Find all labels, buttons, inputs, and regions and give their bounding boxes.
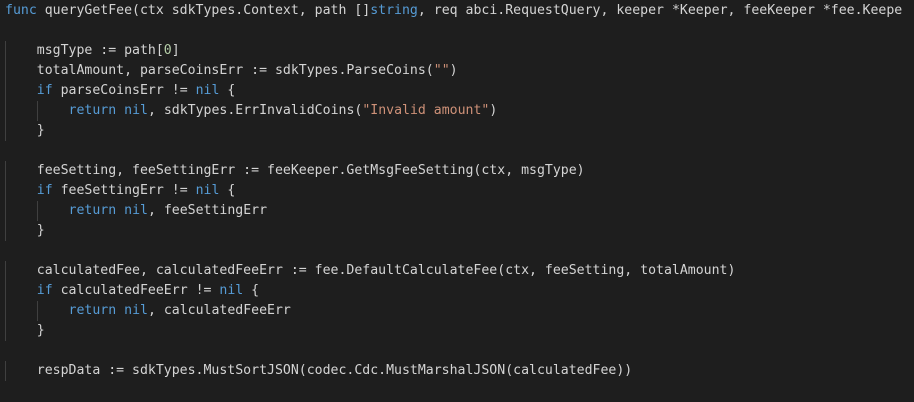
indent-guide — [5, 221, 6, 241]
code-token — [5, 83, 37, 98]
code-token: { — [219, 183, 236, 198]
code-token — [116, 103, 124, 118]
code-line[interactable]: feeSetting, feeSettingErr := feeKeeper.G… — [0, 161, 914, 181]
code-line[interactable]: return nil, calculatedFeeErr — [0, 301, 914, 321]
code-token: nil — [195, 183, 220, 198]
code-line[interactable]: } — [0, 321, 914, 341]
code-line[interactable]: if parseCoinsErr != nil { — [0, 81, 914, 101]
code-token — [5, 283, 37, 298]
indent-guide — [5, 261, 6, 281]
indent-guide — [5, 161, 6, 181]
indent-guide — [37, 101, 38, 121]
indent-guide — [37, 201, 38, 221]
code-token: parseCoinsErr != — [52, 83, 196, 98]
indent-guide — [5, 121, 6, 141]
indent-guide — [5, 41, 6, 61]
code-line[interactable]: if calculatedFeeErr != nil { — [0, 281, 914, 301]
code-line[interactable] — [0, 341, 914, 361]
code-line[interactable] — [0, 21, 914, 41]
code-line[interactable] — [0, 141, 914, 161]
code-token: } — [5, 123, 45, 138]
code-token: respData := sdkTypes.MustSortJSON(codec.… — [5, 363, 633, 378]
code-token: } — [5, 323, 45, 338]
code-token: string — [370, 3, 418, 18]
code-token: , sdkTypes.ErrInvalidCoins( — [147, 103, 363, 118]
code-token: feeSettingErr != — [52, 183, 196, 198]
code-token: calculatedFeeErr != — [52, 283, 220, 298]
code-line[interactable]: return nil, feeSettingErr — [0, 201, 914, 221]
code-line[interactable]: if feeSettingErr != nil { — [0, 181, 914, 201]
code-token — [5, 183, 37, 198]
code-token: { — [243, 283, 260, 298]
code-token — [116, 203, 124, 218]
indent-guide — [5, 301, 6, 321]
code-token: if — [36, 183, 53, 198]
code-line[interactable]: totalAmount, parseCoinsErr := sdkTypes.P… — [0, 61, 914, 81]
code-token: nil — [124, 303, 148, 318]
indent-guide — [5, 101, 6, 121]
code-line[interactable]: calculatedFee, calculatedFeeErr := fee.D… — [0, 261, 914, 281]
code-token: "Invalid amount" — [362, 103, 490, 118]
code-token: 0 — [163, 43, 172, 58]
code-line[interactable]: msgType := path[0] — [0, 41, 914, 61]
indent-guide — [5, 181, 6, 201]
code-token: ] — [171, 43, 180, 58]
code-token: Keeper, feeKeeper — [679, 3, 823, 18]
code-token: "" — [433, 63, 450, 78]
code-token: ) — [489, 103, 498, 118]
code-token: if — [36, 83, 53, 98]
indent-guide — [37, 301, 38, 321]
code-token: func — [5, 3, 37, 18]
code-token — [116, 303, 124, 318]
code-token: if — [36, 283, 53, 298]
code-token: nil — [124, 103, 148, 118]
code-line[interactable] — [0, 241, 914, 261]
code-token: nil — [124, 203, 148, 218]
code-token: fee.Keepe — [830, 3, 903, 18]
code-line[interactable]: } — [0, 121, 914, 141]
code-token: return — [68, 303, 117, 318]
indent-guide — [5, 61, 6, 81]
code-token: , req abci.RequestQuery, keeper — [417, 3, 672, 18]
code-token: , feeSettingErr — [147, 203, 268, 218]
code-token: * — [671, 3, 680, 18]
code-token: { — [219, 83, 236, 98]
code-token: ) — [449, 63, 458, 78]
code-token: return — [68, 103, 117, 118]
code-line[interactable]: func queryGetFee(ctx sdkTypes.Context, p… — [0, 0, 914, 21]
code-token: return — [68, 203, 117, 218]
indent-guide — [5, 201, 6, 221]
indent-guide — [5, 281, 6, 301]
code-token: msgType := path[ — [5, 43, 164, 58]
code-token: feeSetting, feeSettingErr := feeKeeper.G… — [5, 163, 585, 178]
code-token: nil — [219, 283, 244, 298]
indent-guide — [5, 361, 6, 381]
code-line[interactable]: } — [0, 221, 914, 241]
code-token: * — [822, 3, 831, 18]
code-token: queryGetFee(ctx sdkTypes.Context, path [… — [36, 3, 371, 18]
code-line[interactable]: return nil, sdkTypes.ErrInvalidCoins("In… — [0, 101, 914, 121]
code-token: , calculatedFeeErr — [147, 303, 291, 318]
code-token: } — [5, 223, 45, 238]
code-area[interactable]: func queryGetFee(ctx sdkTypes.Context, p… — [0, 0, 914, 381]
code-token: nil — [195, 83, 220, 98]
code-token: calculatedFee, calculatedFeeErr := fee.D… — [5, 263, 736, 278]
code-token: totalAmount, parseCoinsErr := sdkTypes.P… — [5, 63, 434, 78]
indent-guide — [5, 321, 6, 341]
indent-guide — [5, 81, 6, 101]
code-line[interactable]: respData := sdkTypes.MustSortJSON(codec.… — [0, 361, 914, 381]
